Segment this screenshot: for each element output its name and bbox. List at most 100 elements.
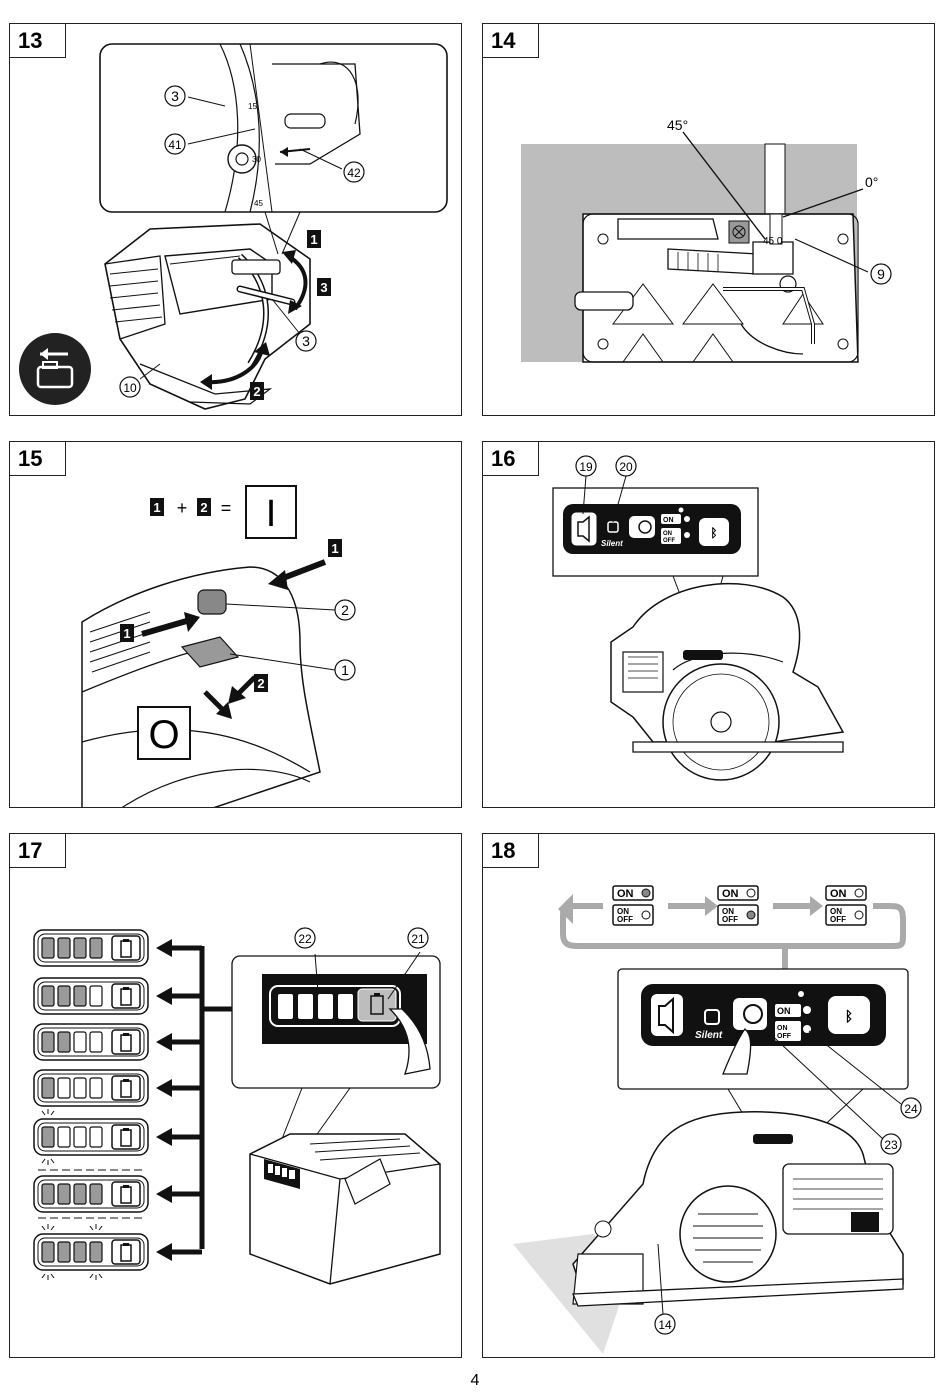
battery-level-segment [41,985,55,1007]
battery-level-segment [57,1241,71,1263]
svg-text:OFF: OFF [830,915,846,924]
figure-number: 14 [483,24,539,58]
step-marker-2: 2 [254,674,268,692]
figure-number: 16 [483,442,539,476]
bluetooth-button [699,518,729,546]
callout-22: 22 [294,927,316,949]
figure-17-panel: 17 22 21 [9,833,462,1358]
callout-41: 41 [164,133,186,155]
callout-14: 14 [654,1313,676,1335]
svg-text:+: + [177,498,188,518]
battery-level-segment [57,1031,71,1053]
svg-text:ᛒ: ᛒ [710,526,717,540]
svg-text:2: 2 [200,500,207,515]
svg-text:23: 23 [884,1138,898,1152]
remove-battery-icon [19,333,91,405]
finger-pressing-light-button [722,1028,752,1075]
battery-level-segment [89,1241,103,1263]
svg-text:ON: ON [722,888,739,900]
battery-level-row [33,977,202,1015]
callout-24: 24 [900,1097,922,1119]
scale-label-15: 15 [248,102,257,111]
callout-42: 42 [343,161,365,183]
svg-text:3: 3 [302,333,310,349]
step-marker-1-top: 1 [328,539,342,557]
silent-label: Silent [601,539,623,548]
trigger-switch [180,636,240,668]
svg-text:1: 1 [341,662,349,678]
silent-label: Silent [695,1030,723,1041]
svg-text:ON: ON [722,907,734,916]
figure-13-panel: 1 3 3 41 [9,23,462,416]
svg-text:22: 22 [298,932,312,946]
battery-level-segment [41,1077,55,1099]
svg-text:3: 3 [171,88,179,104]
figure-16-panel: 16 Silent ON ON OFF ᛒ 19 20 [482,441,935,808]
rotate-arrow [286,254,308,311]
battery-level-segment [41,937,55,959]
bluetooth-button [828,996,870,1034]
page-number: 4 [470,1372,480,1389]
callout-1: 1 [334,659,356,681]
svg-text:OFF: OFF [722,915,738,924]
svg-text:10: 10 [123,381,137,395]
figure-number: 15 [10,442,66,476]
callout-20: 20 [615,455,637,477]
battery-level-segment [57,1077,71,1099]
step-marker-1: 1 [307,230,321,248]
callout-21: 21 [407,927,429,949]
svg-text:ON: ON [777,1006,791,1016]
figure-15-illustration: 1 + 2 = I 1 1 2 2 1 O [81,485,356,807]
figure-16-illustration: Silent ON ON OFF ᛒ 19 20 [552,455,845,781]
figure-14-illustration: 45° 0° 45 0 9 [521,117,892,363]
callout-10: 10 [119,376,141,398]
svg-text:9: 9 [877,266,885,282]
svg-text:OFF: OFF [617,915,633,924]
angle-45-label: 45° [667,117,688,133]
callout-3-bottom: 3 [295,330,317,352]
callout-23: 23 [880,1133,902,1155]
svg-text:ON: ON [663,517,674,524]
svg-text:ON: ON [617,888,634,900]
svg-text:OFF: OFF [663,538,675,544]
figure-13-illustration: 3 41 42 10 3 15 30 45 1 3 2 [19,43,448,410]
step-marker-2: 2 [250,382,264,400]
figure-number: 18 [483,834,539,868]
svg-text:3: 3 [320,280,327,295]
battery-level-segment [73,985,87,1007]
step-marker-1-left: 1 [120,624,134,642]
battery-level-segment [41,1126,55,1148]
scale-label-30: 30 [252,155,261,164]
battery-level-row [33,1224,202,1280]
battery-level-segment [73,1126,87,1148]
battery-level-segment [73,1077,87,1099]
figure-number: 17 [10,834,66,868]
battery-level-segment [57,1183,71,1205]
battery-level-row [33,929,202,967]
battery-level-segment [57,985,71,1007]
battery-level-segment [89,1077,103,1099]
callout-2: 2 [334,599,356,621]
battery-level-segment [41,1183,55,1205]
svg-text:OFF: OFF [777,1033,792,1040]
svg-text:1: 1 [153,500,160,515]
battery-level-segment [57,1126,71,1148]
battery-level-row [33,1169,202,1219]
battery-level-segment [57,937,71,959]
svg-text:2: 2 [341,602,349,618]
svg-text:ON: ON [830,888,847,900]
lock-off-button [197,589,227,615]
figure-15-panel: 15 1 + 2 = I 1 1 2 2 1 O [9,441,462,808]
figure-14-panel: 14 45° 0° 45 0 9 [482,23,935,416]
battery-level-segment [89,937,103,959]
battery-level-segment [89,985,103,1007]
callout-3-top: 3 [164,85,186,107]
svg-text:2: 2 [253,384,260,399]
battery-level-row [33,1109,202,1165]
battery-level-rows [33,929,202,1280]
svg-text:14: 14 [658,1318,672,1332]
